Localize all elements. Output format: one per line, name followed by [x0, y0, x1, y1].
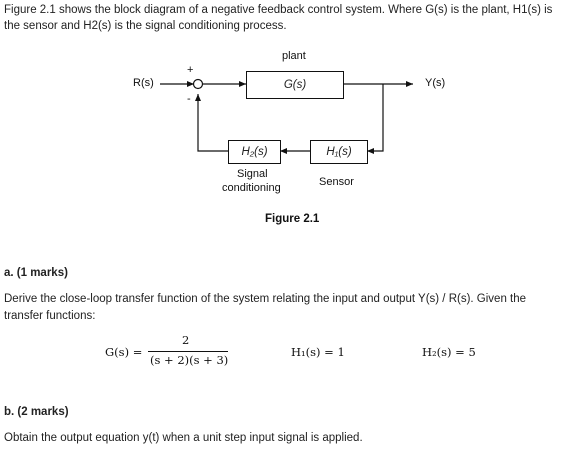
- summing-junction: [192, 78, 204, 90]
- sensor-caption: Sensor: [319, 176, 354, 188]
- conditioning-block-label: H₂(s): [241, 146, 268, 158]
- plus-sign: +: [187, 64, 194, 76]
- h1-equation: H₁(s) = 1: [291, 345, 345, 359]
- part-b-line-1: Obtain the output equation y(t) when a u…: [4, 432, 363, 444]
- feedback-wire-3: [195, 94, 228, 152]
- conditioning-block: H₂(s): [228, 140, 281, 164]
- sensor-block-label: H₁(s): [326, 146, 352, 158]
- intro-line-2: the sensor and H2(s) is the signal condi…: [4, 20, 287, 32]
- g-numerator: 2: [182, 333, 190, 347]
- fraction-bar: [148, 351, 228, 352]
- part-a-line-1: Derive the close-loop transfer function …: [4, 293, 527, 305]
- conditioning-caption-2: conditioning: [222, 182, 281, 194]
- input-label: R(s): [133, 77, 154, 89]
- output-label: Y(s): [425, 77, 446, 89]
- plant-block: G(s): [246, 71, 344, 99]
- intro-line-1: Figure 2.1 shows the block diagram of a …: [4, 4, 553, 16]
- g-equation-lhs: G(s) =: [105, 345, 143, 359]
- conditioning-caption-1: Signal: [237, 168, 268, 180]
- figure-caption: Figure 2.1: [265, 213, 320, 225]
- plant-block-label: G(s): [283, 79, 307, 91]
- feedback-wire-1: [367, 84, 384, 154]
- minus-sign: -: [187, 93, 191, 105]
- sensor-block: H₁(s): [310, 140, 368, 164]
- part-a-line-2: transfer functions:: [4, 310, 96, 322]
- h2-equation: H₂(s) = 5: [422, 345, 476, 359]
- part-b-heading: b. (2 marks): [4, 406, 69, 418]
- plant-caption: plant: [282, 50, 306, 62]
- g-denominator: (s + 2)(s + 3): [150, 353, 229, 367]
- part-a-heading: a. (1 marks): [4, 267, 68, 279]
